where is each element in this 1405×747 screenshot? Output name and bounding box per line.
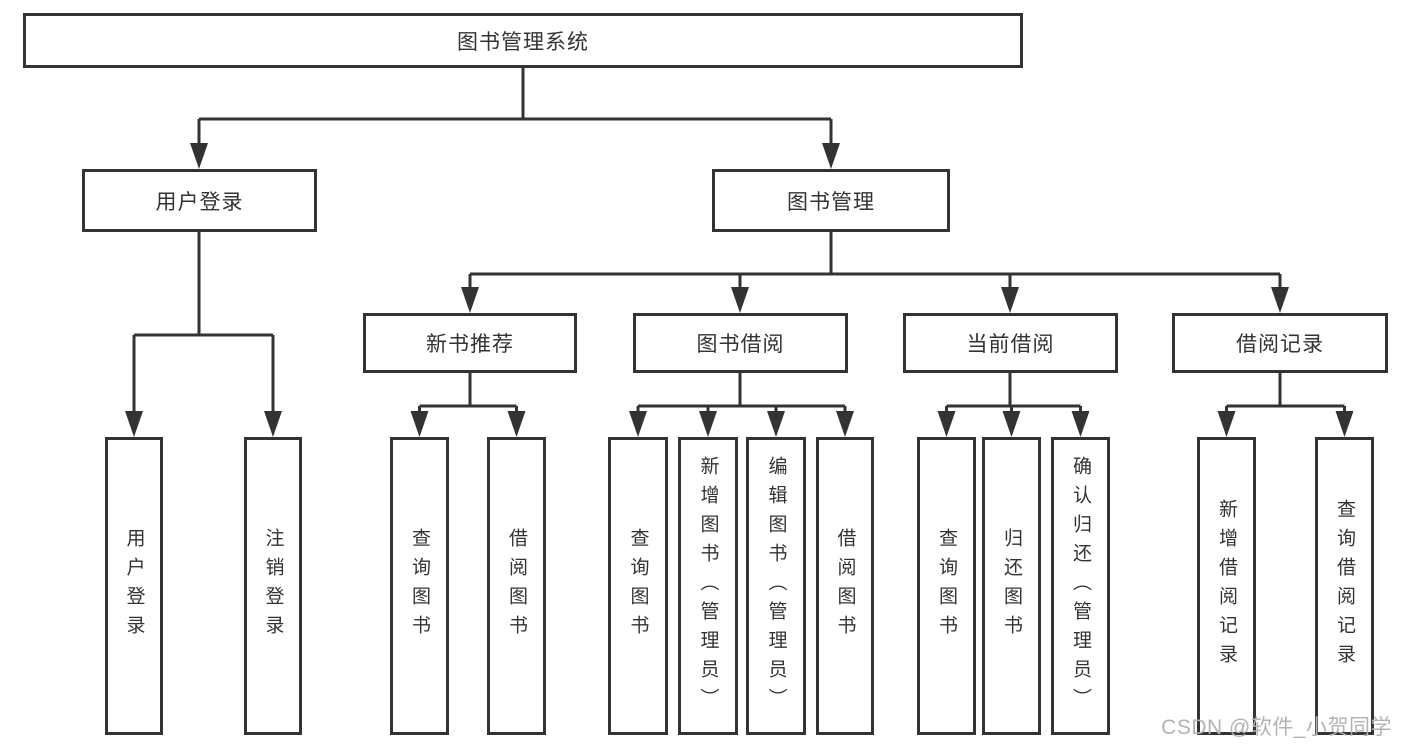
leaf-newbook-borrow-books: 借阅图书 — [487, 437, 546, 735]
leaf-logout-label: 注销登录 — [262, 528, 284, 644]
leaf-current-query-books-label: 查询图书 — [936, 528, 957, 644]
watermark: CSDN @软件_小贺同学 — [1161, 716, 1392, 739]
arrowhead-icon — [125, 411, 143, 437]
leaf-logout: 注销登录 — [244, 437, 302, 735]
arrowhead-icon — [507, 411, 526, 437]
leaf-records-query-record-label: 查询借阅记录 — [1334, 499, 1355, 673]
arrowhead-icon — [1217, 411, 1236, 437]
arrowhead-icon — [1335, 411, 1354, 437]
arrowhead-icon — [836, 411, 854, 437]
node-book-borrowing-label: 图书借阅 — [696, 333, 785, 356]
arrowhead-icon — [822, 143, 840, 169]
arrowheads — [125, 143, 1354, 437]
arrowhead-icon — [1001, 287, 1019, 313]
node-book-management-label: 图书管理 — [787, 190, 875, 214]
arrowhead-icon — [699, 411, 717, 437]
connector-path — [132, 68, 1346, 413]
node-root: 图书管理系统 — [23, 13, 1023, 68]
node-borrowing-records-label: 借阅记录 — [1236, 333, 1324, 356]
node-book-borrowing: 图书借阅 — [633, 313, 848, 373]
arrowhead-icon — [264, 411, 282, 437]
arrowhead-icon — [410, 411, 429, 437]
arrowhead-icon — [937, 411, 956, 437]
leaf-borrow-query-books-label: 查询图书 — [627, 528, 649, 644]
node-current-borrowing: 当前借阅 — [903, 313, 1118, 373]
leaf-current-return-books: 归还图书 — [982, 437, 1041, 735]
arrowhead-icon — [629, 411, 647, 437]
arrowhead-icon — [190, 143, 208, 169]
leaf-borrow-edit-books-admin: 编辑图书（管理员） — [746, 437, 806, 735]
arrowhead-icon — [461, 287, 479, 313]
leaf-current-confirm-return-admin: 确认归还（管理员） — [1051, 437, 1110, 735]
arrowhead-icon — [1271, 287, 1289, 313]
leaf-newbook-borrow-books-label: 借阅图书 — [506, 528, 527, 644]
node-borrowing-records: 借阅记录 — [1172, 313, 1388, 373]
arrowhead-icon — [767, 411, 785, 437]
node-book-management: 图书管理 — [712, 169, 950, 232]
leaf-records-query-record: 查询借阅记录 — [1315, 437, 1374, 735]
leaf-records-add-record: 新增借阅记录 — [1197, 437, 1256, 735]
arrowhead-icon — [1002, 411, 1021, 437]
arrowhead-icon — [1071, 411, 1090, 437]
leaf-current-query-books: 查询图书 — [917, 437, 976, 735]
leaf-borrow-edit-books-admin-label: 编辑图书（管理员） — [765, 455, 787, 717]
node-root-label: 图书管理系统 — [457, 30, 589, 54]
node-user-login-branch-label: 用户登录 — [155, 190, 244, 214]
node-new-book-recommend-label: 新书推荐 — [426, 333, 514, 356]
leaf-user-login-label: 用户登录 — [123, 528, 145, 644]
leaf-records-add-record-label: 新增借阅记录 — [1216, 499, 1237, 673]
arrowhead-icon — [731, 287, 749, 313]
node-new-book-recommend: 新书推荐 — [363, 313, 577, 373]
node-current-borrowing-label: 当前借阅 — [966, 333, 1055, 356]
leaf-current-return-books-label: 归还图书 — [1001, 528, 1022, 644]
leaf-borrow-add-books-admin: 新增图书（管理员） — [678, 437, 738, 735]
leaf-newbook-query-books-label: 查询图书 — [409, 528, 430, 644]
leaf-borrow-query-books: 查询图书 — [608, 437, 668, 735]
leaf-newbook-query-books: 查询图书 — [390, 437, 449, 735]
leaf-current-confirm-return-admin-label: 确认归还（管理员） — [1070, 455, 1091, 717]
leaf-borrow-add-books-admin-label: 新增图书（管理员） — [697, 455, 719, 717]
leaf-user-login: 用户登录 — [105, 437, 163, 735]
leaf-borrow-borrow-books: 借阅图书 — [816, 437, 874, 735]
leaf-borrow-borrow-books-label: 借阅图书 — [834, 528, 856, 644]
node-user-login-branch: 用户登录 — [82, 169, 317, 232]
